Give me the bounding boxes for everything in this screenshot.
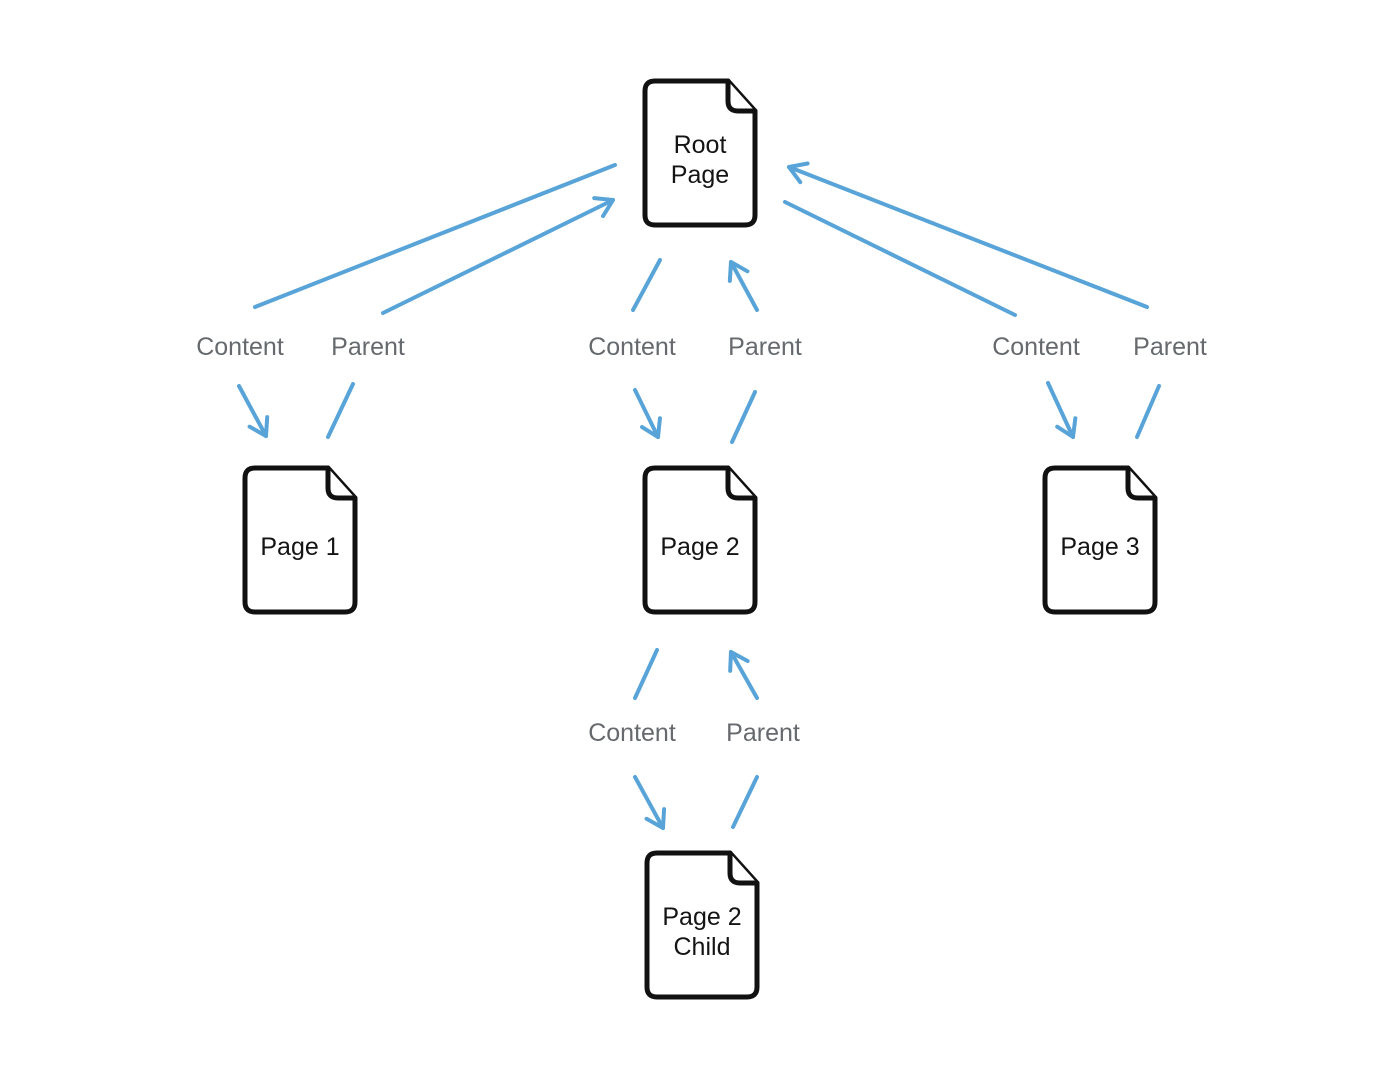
edge-label-content-root-page2: Content: [588, 333, 676, 361]
document-icon: [642, 465, 758, 615]
node-title-page-3: Page 3: [1060, 532, 1140, 561]
edge-parent-page1-to-root-lower: [326, 382, 355, 439]
edge-parent-page3-to-root-lower: [1135, 384, 1161, 439]
edge-parent-page1-to-root-head: [381, 196, 615, 315]
edge-label-content-root-page1: Content: [196, 333, 284, 361]
edge-content-page2-to-child-upper: [633, 648, 659, 700]
node-page-2-child: Page 2 Child: [644, 850, 760, 1000]
node-root-page: Root Page: [642, 78, 758, 228]
edge-parent-child-to-page2-lower: [731, 775, 759, 829]
edge-content-root-to-page2-head: [633, 388, 662, 439]
edge-label-content-root-page3: Content: [992, 333, 1080, 361]
edge-content-root-to-page2-upper: [631, 258, 662, 312]
edge-parent-page3-to-root-head: [787, 161, 1149, 309]
edge-content-root-to-page3-upper: [783, 200, 1017, 317]
document-icon: [242, 465, 358, 615]
node-title-root-page: Root Page: [670, 130, 730, 189]
edge-label-parent-page3-root: Parent: [1133, 333, 1207, 361]
edge-label-parent-page1-root: Parent: [331, 333, 405, 361]
node-title-page-1: Page 1: [260, 532, 340, 561]
edge-content-root-to-page1-upper: [253, 163, 617, 309]
edge-parent-page2-to-root-head: [727, 260, 759, 312]
node-page-2: Page 2: [642, 465, 758, 615]
edge-label-content-page2-child: Content: [588, 719, 676, 747]
edge-parent-page2-to-root-lower: [730, 390, 757, 444]
edge-content-root-to-page1-head: [237, 384, 270, 438]
node-page-1: Page 1: [242, 465, 358, 615]
document-icon: [642, 78, 758, 228]
node-title-page-2: Page 2: [660, 532, 740, 561]
document-icon: [644, 850, 760, 1000]
edge-content-root-to-page3-head: [1046, 381, 1078, 439]
edge-parent-child-to-page2-head: [728, 650, 759, 700]
node-page-3: Page 3: [1042, 465, 1158, 615]
document-icon: [1042, 465, 1158, 615]
edge-content-page2-to-child-head: [633, 775, 667, 830]
node-title-page-2-child: Page 2 Child: [662, 902, 742, 961]
edge-label-parent-page2-root: Parent: [728, 333, 802, 361]
edge-label-parent-child-page2: Parent: [726, 719, 800, 747]
